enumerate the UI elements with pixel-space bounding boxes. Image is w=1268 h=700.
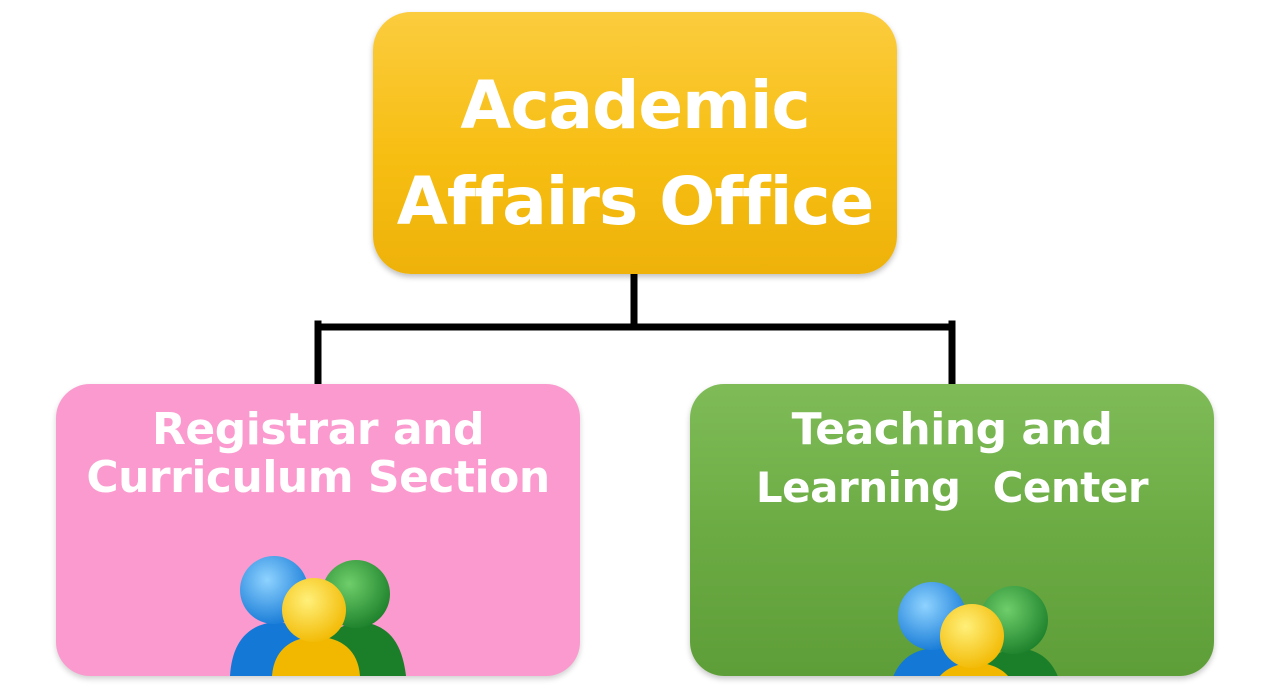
teaching-title-line2: Learning Center <box>755 463 1149 512</box>
root-title: Academic Affairs Office <box>373 58 897 250</box>
root-title-line2: Affairs Office <box>396 163 875 240</box>
teaching-learning-center-box: Teaching and Learning Center <box>690 384 1214 676</box>
teaching-title-line1: Teaching and <box>791 404 1113 455</box>
root-title-line1: Academic <box>460 67 810 144</box>
people-group-icon <box>230 556 406 676</box>
registrar-title-line2: Curriculum Section <box>86 452 550 503</box>
registrar-title: Registrar and Curriculum Section <box>56 406 580 502</box>
registrar-curriculum-box: Registrar and Curriculum Section <box>56 384 580 676</box>
academic-affairs-office-box: Academic Affairs Office <box>373 12 897 274</box>
people-group-icon <box>893 582 1058 676</box>
teaching-title: Teaching and Learning Center <box>690 406 1214 512</box>
registrar-title-line1: Registrar and <box>152 404 484 455</box>
